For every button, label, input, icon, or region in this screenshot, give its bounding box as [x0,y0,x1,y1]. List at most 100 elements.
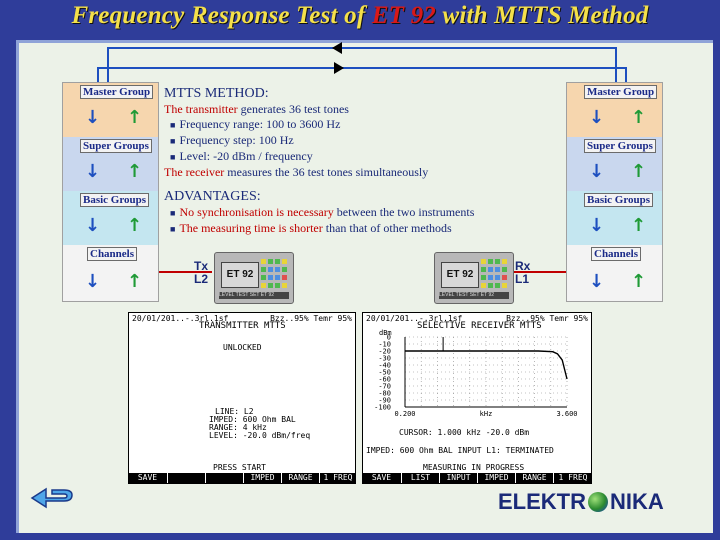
rx-heading: SELECTIVE RECEIVER MTTS [417,321,542,331]
receiver-screen: 20/01/201..-.3rl.1sf Bzz..95% Temr 95% S… [362,312,592,484]
softkey-range[interactable]: RANGE [281,473,319,483]
bullet-item: ■Level: -20 dBm / frequency [164,149,554,165]
arrow-up-icon: ↑ [631,107,647,128]
rx-description: The receiver measures the 36 test tones … [164,165,554,180]
softkey-save[interactable]: SAVE [137,473,158,482]
title-highlight: ET 92 [371,2,437,29]
y-tick-label: -90 [378,397,391,405]
softkey-range[interactable]: RANGE [515,473,553,483]
stack-cell-basic: Basic Groups ↓ ↑ [63,191,158,245]
y-tick-label: -100 [374,404,391,412]
arrow-down-icon: ↓ [85,215,101,236]
port-l2: L2 [194,272,209,286]
arrow-up-icon: ↑ [127,215,143,236]
softkey-list[interactable]: LIST [401,473,439,483]
softkey-blank[interactable] [167,473,205,483]
rx-status: MEASURING IN PROGRESS [423,463,525,472]
bullet-text: Frequency range: 100 to 3600 Hz [179,117,341,131]
rx-rest: measures the 36 test tones simultaneousl… [224,165,429,179]
stack-cell-master: Master Group ↓ ↑ [567,83,662,137]
softkey-blank[interactable] [205,473,243,483]
rx-subject: The receiver [164,165,225,179]
arrow-down-icon: ↓ [85,271,101,292]
y-unit-label: dBm [379,329,392,337]
softkey-freq[interactable]: 1 FREQ [553,473,592,483]
x-unit-label: kHz [480,410,493,418]
arrow-down-icon: ↓ [85,107,101,128]
bullet-icon: ■ [170,224,176,234]
stack-cell-channels: Channels ↓ ↑ [63,245,158,301]
advantage-red: The measuring time is shorter [179,221,323,235]
advantages-heading: ADVANTAGES: [164,189,261,204]
softkey-imped[interactable]: IMPED [477,473,515,483]
tx-heading: TRANSMITTER MTTS [199,321,286,331]
device-strip: LEVEL TEST SET ET 92 [219,292,289,299]
stack-cell-master: Master Group ↓ ↑ [63,83,158,137]
tx-description: The transmitter generates 36 test tones [164,102,554,117]
device-strip: LEVEL TEST SET ET 92 [439,292,509,299]
bullet-icon: ■ [170,152,176,162]
arrow-up-icon: ↑ [127,271,143,292]
bullet-text: Level: -20 dBm / frequency [179,149,313,163]
bullet-item: ■Frequency range: 100 to 3600 Hz [164,117,554,133]
bullet-icon: ■ [170,208,176,218]
back-arrow-button[interactable] [28,486,76,512]
stack-label-master: Master Group [80,85,154,99]
stack-cell-basic: Basic Groups ↓ ↑ [567,191,662,245]
y-tick-label: -60 [378,376,391,384]
port-tx: Tx [194,259,209,273]
y-tick-label: -20 [378,348,391,356]
slide-title: Frequency Response Test of ET 92 with MT… [0,2,720,30]
rx-softkey-bar: SAVE LIST INPUT IMPED RANGE 1 FREQ [363,473,591,483]
rx-cursor: CURSOR: 1.000 kHz -20.0 dBm [399,428,530,437]
rx-imped: IMPED: 600 Ohm BAL INPUT L1: TERMINATED [366,446,554,455]
softkey-save[interactable]: SAVE [371,473,392,482]
transmitter-device: ET 92 LEVEL TEST SET ET 92 [214,252,294,304]
y-tick-label: -10 [378,341,391,349]
stack-label-channels: Channels [591,247,642,261]
stack-label-basic: Basic Groups [584,193,654,207]
arrow-up-icon: ↑ [631,271,647,292]
advantage-rest: between the two instruments [333,205,475,219]
advantage-item: ■No synchronisation is necessary between… [164,205,554,221]
tx-param-imped: IMPED: 600 Ohm BAL [209,415,296,424]
stack-label-super: Super Groups [80,139,152,153]
stack-label-channels: Channels [87,247,138,261]
softkey-freq[interactable]: 1 FREQ [319,473,356,483]
arrow-down-icon: ↓ [85,161,101,182]
tx-param-range: RANGE: 4 kHz [209,423,267,432]
arrow-down-icon: ↓ [589,215,605,236]
bullet-text: Frequency step: 100 Hz [179,133,294,147]
left-multiplex-stack: Master Group ↓ ↑ Super Groups ↓ ↑ Basic … [62,82,159,302]
stack-label-super: Super Groups [584,139,656,153]
softkey-input[interactable]: INPUT [439,473,477,483]
globe-icon [588,492,608,512]
y-tick-label: -30 [378,355,391,363]
arrow-down-icon: ↓ [589,107,605,128]
tx-rx-line-bottom [97,67,627,82]
title-prefix: Frequency Response Test of [71,2,372,29]
arrow-down-icon: ↓ [589,161,605,182]
stack-label-master: Master Group [584,85,658,99]
y-tick-label: -80 [378,390,391,398]
y-tick-label: -50 [378,369,391,377]
tx-param-line: LINE: L2 [215,407,254,416]
tx-date: 20/01/201..-.3rl.1sf [132,314,229,323]
rx-date: 20/01/201..-.3rl.1sf [366,314,463,323]
logo-left: ELEKTR [498,489,586,514]
device-name: ET 92 [221,262,259,288]
tx-param-level: LEVEL: -20.0 dBm/freq [209,431,311,440]
y-tick-label: -40 [378,362,391,370]
arrow-left-top [332,42,342,54]
arrow-up-icon: ↑ [127,107,143,128]
back-arrow-icon [30,487,73,509]
softkey-imped[interactable]: IMPED [243,473,281,483]
bullet-icon: ■ [170,120,176,130]
device-keypad-icon [481,259,509,289]
receiver-device: ET 92 LEVEL TEST SET ET 92 [434,252,514,304]
arrow-up-icon: ↑ [631,215,647,236]
advantage-red: No synchronisation is necessary [179,205,334,219]
